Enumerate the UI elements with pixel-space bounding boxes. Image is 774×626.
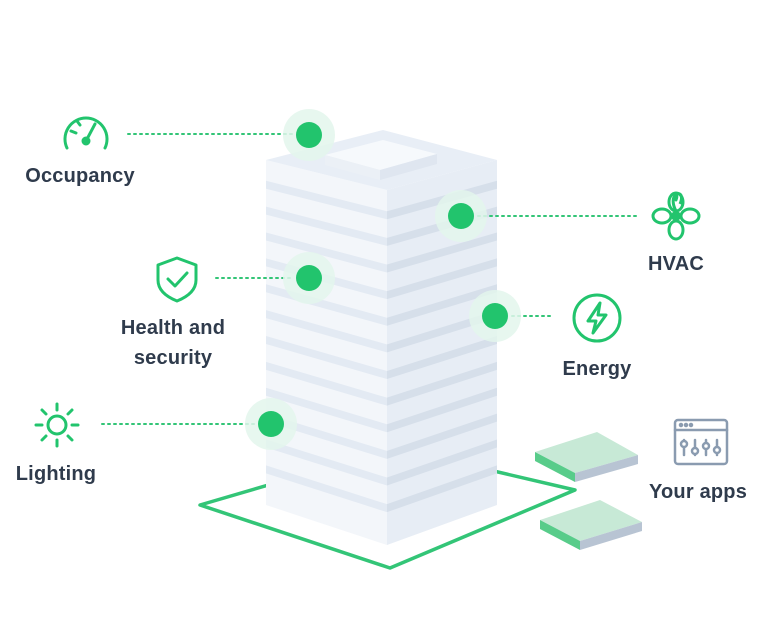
label-health-line2: security xyxy=(133,347,213,369)
sensor-dot-hvac xyxy=(435,190,487,242)
sensor-dot-lighting xyxy=(245,398,297,450)
building-floor-stripe xyxy=(266,232,387,273)
building-floor-stripe xyxy=(266,439,387,486)
fan-icon xyxy=(651,191,701,241)
building-floor-stripe xyxy=(266,206,387,246)
building-floor-stripe xyxy=(387,465,497,513)
building-floor-stripe xyxy=(387,387,497,433)
sensor-dot-health xyxy=(283,252,335,304)
building-floor-stripe xyxy=(266,335,387,380)
label-lighting: Lighting xyxy=(15,463,97,485)
building-floor-stripe xyxy=(387,258,497,300)
sensor-dot-energy xyxy=(469,290,521,342)
building-floor-stripe xyxy=(387,335,497,380)
label-energy: Energy xyxy=(562,358,632,380)
building-floor-stripe xyxy=(387,284,497,326)
shield-check-icon xyxy=(156,256,198,303)
building-floor-stripe xyxy=(387,361,497,406)
sun-icon xyxy=(34,402,80,448)
building-floor-stripe xyxy=(266,310,387,353)
building-floor-stripe xyxy=(387,232,497,273)
app-window-icon xyxy=(673,418,729,466)
building-floor-stripe xyxy=(387,439,497,486)
building xyxy=(266,130,497,545)
app-box-bottom xyxy=(540,500,642,550)
sensor-dot-occupancy xyxy=(283,109,335,161)
building-floor-stripe xyxy=(266,361,387,406)
label-hvac: HVAC xyxy=(648,253,704,275)
app-box-top xyxy=(535,432,638,482)
label-your-apps: Your apps xyxy=(648,481,748,503)
lightning-bolt-icon xyxy=(572,293,622,343)
label-occupancy: Occupancy xyxy=(25,165,135,187)
label-health-line1: Health and xyxy=(120,317,226,339)
speedometer-icon xyxy=(63,116,109,150)
building-floor-stripe xyxy=(266,387,387,433)
building-floor-stripe xyxy=(387,413,497,459)
building-floor-stripe xyxy=(266,180,387,220)
building-floor-stripe xyxy=(266,465,387,513)
